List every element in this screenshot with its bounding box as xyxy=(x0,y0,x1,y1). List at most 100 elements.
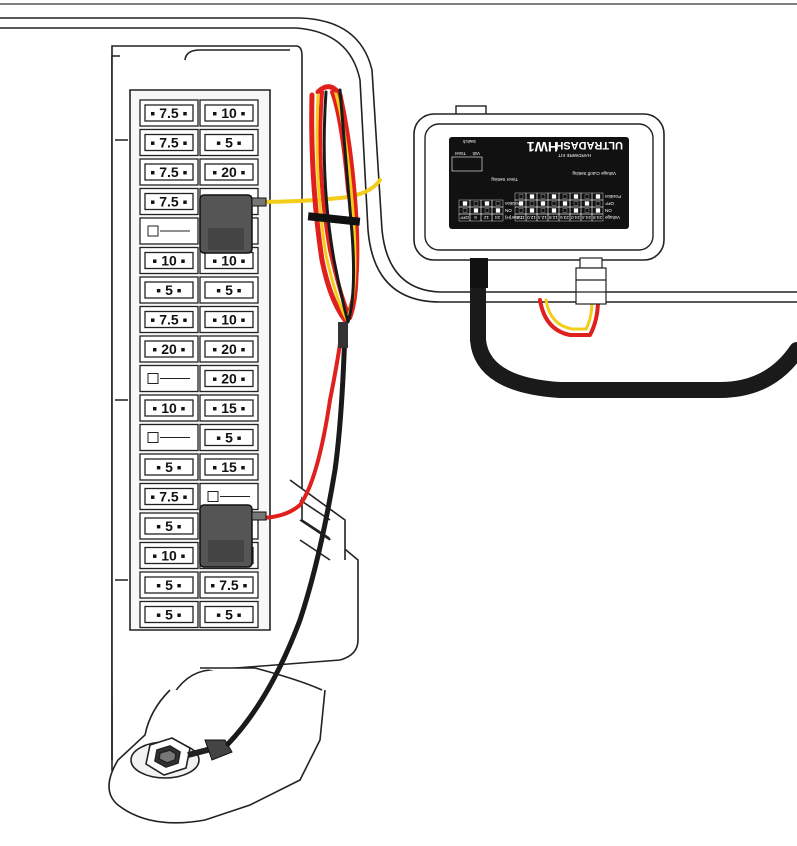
hardwire-device xyxy=(413,105,665,305)
device-panel xyxy=(449,137,629,229)
column-value: 12.4 xyxy=(538,215,547,220)
fuse-left-2: ▪ 7.5 ▪ xyxy=(139,158,199,186)
row-label: Timer(H) xyxy=(504,215,522,220)
fuse-value: ▪ 7.5 ▪ xyxy=(150,194,187,210)
row-label: ON xyxy=(505,208,512,213)
add-a-fuse-lower xyxy=(199,504,267,568)
device-red-lead xyxy=(538,298,600,337)
fuse-left-4 xyxy=(139,217,199,245)
fuse-value: ▪ 10 ▪ xyxy=(152,400,185,416)
voltage-cutoff-table: Voltage ON OFF Position 24.824.424.023.612.8… xyxy=(514,192,622,222)
fuse-left-0: ▪ 7.5 ▪ xyxy=(139,99,199,127)
trim-panel-outline xyxy=(0,17,797,303)
row-label: ON xyxy=(605,208,612,213)
column-value: 24.4 xyxy=(582,215,591,220)
timer-setting-title: Timer Setting xyxy=(491,177,518,182)
fuse-right-8: ▪ 20 ▪ xyxy=(199,335,259,363)
fuse-right-7: ▪ 10 ▪ xyxy=(199,305,259,334)
fuse-left-17: ▪ 5 ▪ xyxy=(139,600,199,629)
fuse-right-17: ▪ 5 ▪ xyxy=(199,600,259,629)
row-label: Voltage xyxy=(605,215,621,220)
fuse-right-1: ▪ 5 ▪ xyxy=(199,128,259,157)
fuse-value: ▪ 5 ▪ xyxy=(156,518,182,534)
red-wire-lower xyxy=(256,328,344,520)
fuse-value: ▪ 7.5 ▪ xyxy=(150,312,187,328)
fuse-right-2: ▪ 20 ▪ xyxy=(199,158,259,186)
fuse-value: ▪ 7.5 ▪ xyxy=(150,164,187,180)
fuse-value: ▪ 7.5 ▪ xyxy=(150,489,187,505)
fuse-value: ▪ 5 ▪ xyxy=(216,135,242,151)
fuse-value: ▪ 20 ▪ xyxy=(212,341,245,357)
device-panel-content: ULTRADASH HW1 HARDWIRE KIT Switch Volt T… xyxy=(451,139,623,222)
fuse-right-0: ▪ 10 ▪ xyxy=(199,99,259,127)
column-value: 12.0 xyxy=(527,215,536,220)
column-value: 12.8 xyxy=(549,215,558,220)
timer-setting-table: Timer(H) ON Position 24 12 6 OFF xyxy=(458,199,523,222)
black-conduit xyxy=(470,282,797,398)
device-brand: ULTRADASH xyxy=(555,139,623,151)
fuse-value: ▪ 10 ▪ xyxy=(212,105,245,121)
fuse-left-11 xyxy=(139,423,199,452)
column-value: 24 xyxy=(495,215,501,220)
column-value: 12 xyxy=(484,215,490,220)
switch-title: Switch xyxy=(462,139,476,144)
fuse-value: ▪ 10 ▪ xyxy=(152,253,185,269)
fuse-value: ▪ 10 ▪ xyxy=(212,312,245,328)
fuse-left-15: ▪ 10 ▪ xyxy=(139,541,199,570)
fuse-value: ▪ 20 ▪ xyxy=(212,164,245,180)
fuse-left-6: ▪ 5 ▪ xyxy=(139,276,199,304)
column-value: 23.6 xyxy=(560,215,569,220)
fuse-right-9: ▪ 20 ▪ xyxy=(199,364,259,393)
fuse-left-16: ▪ 5 ▪ xyxy=(139,571,199,599)
voltage-setting-title: Voltage Cutoff Setting xyxy=(572,171,616,176)
switch-label-volt: Volt xyxy=(472,151,480,156)
fuse-left-3: ▪ 7.5 ▪ xyxy=(139,187,199,216)
fuse-left-12: ▪ 5 ▪ xyxy=(139,453,199,481)
zip-tie xyxy=(307,212,361,226)
fuse-value: ▪ 20 ▪ xyxy=(152,341,185,357)
add-a-fuse-upper xyxy=(199,194,267,254)
column-value: 11.6 xyxy=(516,215,525,220)
fuse-right-12: ▪ 15 ▪ xyxy=(199,453,259,481)
fuse-value: ▪ 7.5 ▪ xyxy=(150,135,187,151)
fuse-value: ▪ 15 ▪ xyxy=(212,400,245,416)
fuse-value: ▪ 5 ▪ xyxy=(216,607,242,623)
fuse-value: ▪ 5 ▪ xyxy=(156,459,182,475)
wire-connector xyxy=(338,322,348,348)
column-value: OFF xyxy=(460,215,469,220)
column-value: 24.8 xyxy=(593,215,602,220)
fuse-left-14: ▪ 5 ▪ xyxy=(139,512,199,540)
fuse-right-16: ▪ 7.5 ▪ xyxy=(199,571,259,599)
fuse-left-8: ▪ 20 ▪ xyxy=(139,335,199,363)
fuse-value: ▪ 15 ▪ xyxy=(212,459,245,475)
fuse-right-11: ▪ 5 ▪ xyxy=(199,423,259,452)
fuse-value: ▪ 5 ▪ xyxy=(216,430,242,446)
row-label: Position xyxy=(505,201,522,206)
device-model: HW1 xyxy=(527,139,558,155)
fuse-value: ▪ 10 ▪ xyxy=(152,548,185,564)
fuse-left-7: ▪ 7.5 ▪ xyxy=(139,305,199,334)
ground-ring-terminal xyxy=(187,739,233,761)
fuse-right-10: ▪ 15 ▪ xyxy=(199,394,259,422)
fuse-value: ▪ 20 ▪ xyxy=(212,371,245,387)
fuse-value: ▪ 5 ▪ xyxy=(216,282,242,298)
device-subtitle: HARDWIRE KIT xyxy=(558,153,591,158)
fuse-value: ▪ 5 ▪ xyxy=(156,607,182,623)
device-yellow-lead xyxy=(544,298,594,331)
row-label: OFF xyxy=(605,201,614,206)
fuse-value: ▪ 7.5 ▪ xyxy=(150,105,187,121)
black-ground-wire xyxy=(225,327,348,747)
fuse-right-6: ▪ 5 ▪ xyxy=(199,276,259,304)
yellow-wire-upper xyxy=(253,178,382,204)
fuse-value: ▪ 7.5 ▪ xyxy=(210,577,247,593)
column-value: 24.0 xyxy=(571,215,580,220)
fuse-left-9 xyxy=(139,364,199,393)
fuse-left-1: ▪ 7.5 ▪ xyxy=(139,128,199,157)
column-value: 6 xyxy=(474,215,477,220)
fuse-left-10: ▪ 10 ▪ xyxy=(139,394,199,422)
switch-label-timer: Timer xyxy=(454,151,466,156)
fuse-value: ▪ 10 ▪ xyxy=(212,253,245,269)
row-label: Position xyxy=(605,194,622,199)
fuse-left-13: ▪ 7.5 ▪ xyxy=(139,482,199,511)
